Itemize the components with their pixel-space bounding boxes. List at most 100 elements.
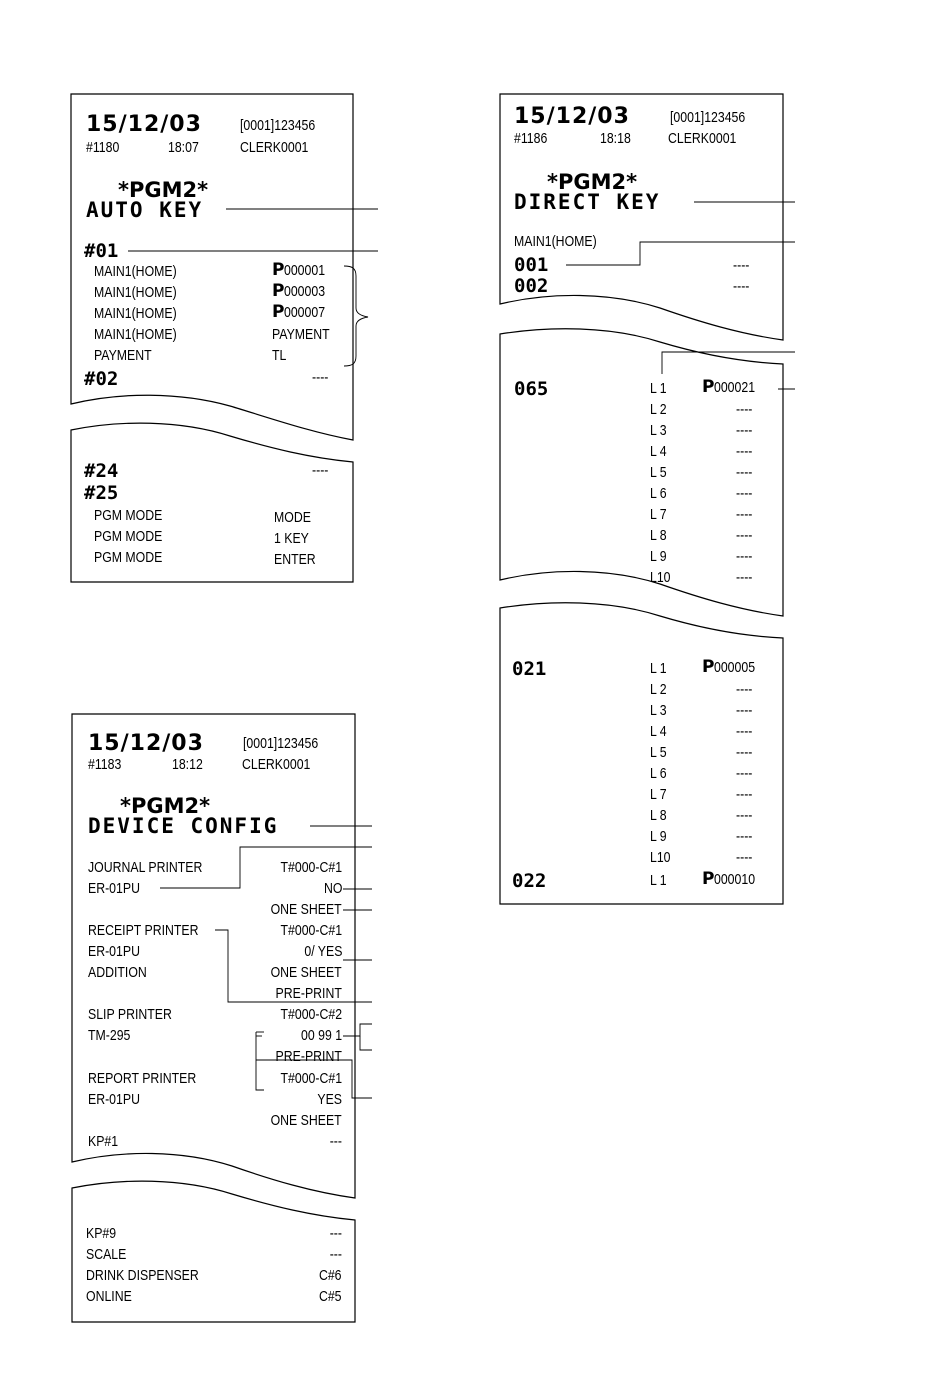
device-setting: T#000-C#1 [280, 922, 342, 939]
level-label: L 2 [650, 401, 667, 418]
mode-title: *PGM2* [120, 794, 211, 818]
level-value: ---- [736, 765, 753, 782]
level-value: ---- [736, 422, 753, 439]
device-setting: --- [329, 1225, 342, 1242]
key-001-value: ---- [733, 257, 750, 274]
sequence-row-left: MAIN1(HOME) [94, 284, 177, 301]
device-setting: PRE-PRINT [275, 985, 342, 1002]
mode-title: *PGM2* [118, 178, 209, 202]
key-number-24: #24 [84, 460, 119, 482]
level-label: L 3 [650, 422, 667, 439]
device-label: ER-01PU [88, 880, 140, 897]
device-label: RECEIPT PRINTER [88, 922, 199, 939]
level-value: P000010 [702, 869, 756, 889]
level-value: ---- [736, 485, 753, 502]
level-label: L10 [650, 849, 671, 866]
device-setting: --- [329, 1133, 342, 1150]
receipt-time: 18:12 [172, 756, 203, 773]
sequence-row-right: P000003 [272, 281, 326, 301]
sequence-row-right: MODE [274, 509, 311, 526]
receipt-clerk: CLERK0001 [242, 756, 311, 773]
sequence-row-left: PGM MODE [94, 528, 163, 545]
level-label: L 1 [650, 380, 667, 397]
device-label: KP#9 [86, 1225, 117, 1242]
device-label: TM-295 [88, 1027, 131, 1044]
receipt-clerk: CLERK0001 [240, 139, 309, 156]
level-value: P000005 [702, 657, 756, 677]
receipt-machine-id: [0001]123456 [243, 735, 319, 752]
level-label: L 5 [650, 744, 667, 761]
device-label: ER-01PU [88, 943, 140, 960]
level-value: ---- [736, 464, 753, 481]
sequence-row-left: PAYMENT [94, 347, 152, 364]
key-number-25: #25 [84, 482, 119, 504]
receipt-consecutive-number: #1183 [88, 756, 122, 773]
sequence-row-left: PGM MODE [94, 507, 163, 524]
device-setting: 0/ YES [303, 943, 342, 960]
level-label: L 3 [650, 702, 667, 719]
level-label: L 1 [650, 872, 667, 889]
level-label: L 7 [650, 506, 667, 523]
level-value: ---- [736, 828, 753, 845]
sequence-row-left: PGM MODE [94, 549, 163, 566]
receipt-date: 15/12/03 [88, 731, 204, 756]
level-value: P000021 [702, 377, 756, 397]
key-position-022: 022 [512, 870, 547, 892]
report-title: DEVICE CONFIG [88, 814, 279, 838]
device-label: ONLINE [86, 1288, 132, 1305]
receipt-time: 18:18 [600, 130, 631, 147]
receipt-consecutive-number: #1180 [86, 139, 120, 156]
sequence-row-left: MAIN1(HOME) [94, 305, 177, 322]
device-label: ADDITION [88, 964, 147, 981]
device-label: DRINK DISPENSER [86, 1267, 199, 1284]
level-label: L 4 [650, 723, 667, 740]
sequence-row-right: TL [272, 347, 287, 364]
level-label: L 6 [650, 485, 667, 502]
receipt-machine-id: [0001]123456 [670, 109, 746, 126]
sequence-row-right: P000007 [272, 302, 326, 322]
key-002-value: ---- [733, 278, 750, 295]
report-title: DIRECT KEY [514, 190, 661, 214]
receipt-time: 18:07 [168, 139, 199, 156]
sequence-row-right: ENTER [274, 551, 316, 568]
device-setting: NO [323, 880, 342, 897]
key-24-value: ---- [312, 462, 329, 479]
device-setting: 00 99 1 [300, 1027, 342, 1044]
device-setting: T#000-C#2 [280, 1006, 342, 1023]
key-position-002: 002 [514, 275, 549, 297]
level-value: ---- [736, 548, 753, 565]
level-value: ---- [736, 527, 753, 544]
device-label: ER-01PU [88, 1091, 140, 1108]
level-label: L 8 [650, 527, 667, 544]
level-label: L10 [650, 569, 671, 586]
receipt-date: 15/12/03 [86, 112, 202, 137]
sequence-row-right: 1 KEY [274, 530, 309, 547]
level-value: ---- [736, 506, 753, 523]
receipt-clerk: CLERK0001 [668, 130, 737, 147]
level-value: ---- [736, 744, 753, 761]
receipt-machine-id: [0001]123456 [240, 117, 316, 134]
device-label: SLIP PRINTER [88, 1006, 172, 1023]
receipt-date: 15/12/03 [514, 104, 630, 129]
level-label: L 6 [650, 765, 667, 782]
level-value: ---- [736, 786, 753, 803]
level-label: L 4 [650, 443, 667, 460]
level-value: ---- [736, 849, 753, 866]
level-value: ---- [736, 807, 753, 824]
level-value: ---- [736, 681, 753, 698]
level-label: L 8 [650, 807, 667, 824]
menu-group: MAIN1(HOME) [514, 233, 597, 250]
mode-title: *PGM2* [547, 170, 638, 194]
device-setting: ONE SHEET [270, 901, 342, 918]
device-label: JOURNAL PRINTER [88, 859, 203, 876]
level-label: L 2 [650, 681, 667, 698]
key-number-02: #02 [84, 368, 119, 390]
device-setting: --- [329, 1246, 342, 1263]
level-label: L 5 [650, 464, 667, 481]
device-setting: ONE SHEET [270, 1112, 342, 1129]
sequence-row-right: P000001 [272, 260, 326, 280]
device-setting: T#000-C#1 [280, 1070, 342, 1087]
key-position-001: 001 [514, 254, 549, 276]
level-value: ---- [736, 401, 753, 418]
